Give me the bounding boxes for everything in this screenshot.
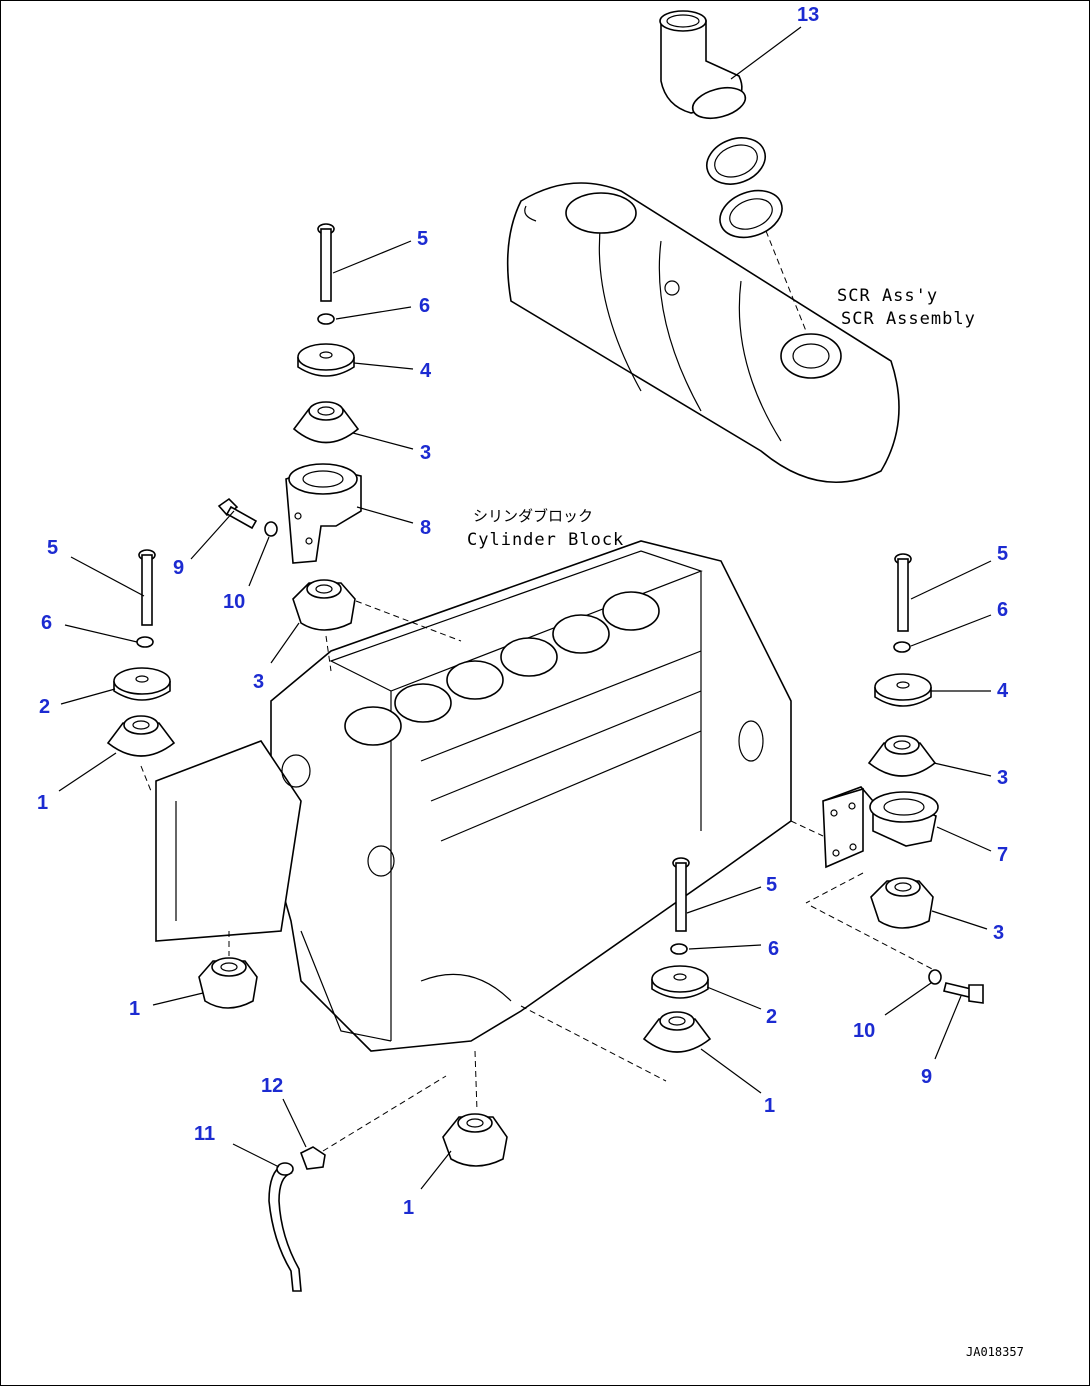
callout-1-center: 1: [764, 1095, 775, 1117]
plate-2-center: [651, 965, 709, 999]
callout-4-top: 4: [420, 360, 432, 382]
callout-1-bottom: 1: [403, 1197, 414, 1219]
callout-4-right: 4: [997, 680, 1009, 702]
bolt-5-center: [672, 857, 690, 932]
callout-1-block: 1: [129, 998, 140, 1020]
ring-upper: [706, 137, 766, 185]
mount-3-top: [292, 401, 360, 444]
bolt-9-left: [217, 497, 258, 530]
cylinder-block-en-label: Cylinder Block: [467, 530, 624, 550]
callout-5-center: 5: [766, 874, 777, 896]
callout-12: 12: [261, 1075, 283, 1097]
mount-3-right: [867, 735, 937, 777]
clip-12: [299, 1146, 326, 1170]
washer-6-right: [893, 641, 911, 653]
callout-5-left: 5: [47, 537, 58, 559]
scr-assy-label: SCR Ass'y: [837, 286, 938, 306]
bolt-5-right: [894, 553, 912, 632]
callout-6-center: 6: [768, 938, 779, 960]
callout-1-left: 1: [37, 792, 48, 814]
plate-2-left: [113, 667, 171, 701]
mount-1-bottom: [442, 1113, 508, 1167]
bolt-5-left: [138, 549, 156, 626]
scr-assembly-label: SCR Assembly: [841, 309, 976, 329]
callout-3-right: 3: [997, 767, 1008, 789]
callout-6-right: 6: [997, 599, 1008, 621]
callout-3-top: 3: [420, 442, 431, 464]
callout-10-right: 10: [853, 1020, 875, 1042]
callout-6-top: 6: [419, 295, 430, 317]
scr-assembly: [506, 182, 900, 483]
part-13-elbow: [659, 10, 747, 120]
mount-1-left: [106, 715, 176, 757]
cylinder-block-jp-label: シリンダブロック: [473, 507, 593, 525]
bolt-9-right: [943, 982, 984, 1004]
hose-11: [268, 1162, 302, 1292]
mount-3-mid: [292, 579, 356, 631]
cylinder-block: [155, 540, 792, 1052]
callout-3-mid: 3: [253, 671, 264, 693]
callout-11: 11: [194, 1123, 215, 1145]
callout-5-top: 5: [417, 228, 428, 250]
callout-10-left: 10: [223, 591, 245, 613]
bracket-7: [822, 786, 939, 869]
callout-3-right-low: 3: [993, 922, 1004, 944]
ring-lower: [719, 189, 783, 239]
callout-9-left: 9: [173, 557, 184, 579]
bracket-8: [285, 463, 362, 564]
callout-6-left: 6: [41, 612, 52, 634]
callout-5-right: 5: [997, 543, 1008, 565]
plate-4-top: [297, 343, 355, 377]
callout-9-right: 9: [921, 1066, 932, 1088]
mount-1-center: [642, 1011, 712, 1053]
washer-10-left: [264, 521, 278, 537]
callout-7: 7: [997, 844, 1008, 866]
washer-10-right: [928, 969, 942, 985]
drawing-id: JA018357: [966, 1345, 1024, 1359]
callout-13: 13: [797, 4, 819, 26]
callout-2-center: 2: [766, 1006, 777, 1028]
plate-4-right: [874, 673, 932, 707]
mount-3-right-low: [870, 877, 934, 929]
bolt-5-top: [317, 223, 335, 302]
washer-6-left: [136, 636, 154, 648]
callout-8: 8: [420, 517, 431, 539]
washer-6-top: [317, 313, 335, 325]
mount-1-block: [198, 957, 258, 1009]
washer-6-center: [670, 943, 688, 955]
callout-2-left: 2: [39, 696, 50, 718]
